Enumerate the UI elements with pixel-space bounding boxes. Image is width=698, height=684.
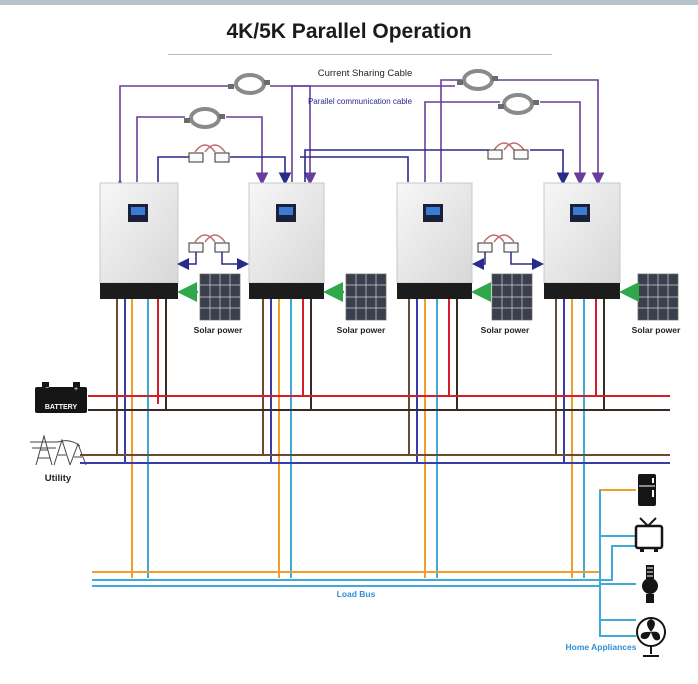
inverter-unit	[99, 182, 179, 299]
splitter-wiring	[177, 252, 544, 270]
solar-power-label: Solar power	[194, 325, 243, 335]
solar-panel-icon	[199, 273, 679, 321]
appliance-feeds	[599, 490, 636, 637]
tv-icon	[634, 517, 664, 552]
title-divider	[168, 54, 552, 55]
battery-icon: − +	[35, 382, 87, 413]
parallel-communication-cable-label: Parallel communication cable	[308, 97, 413, 106]
inverter-unit	[248, 182, 325, 299]
utility-bus	[80, 454, 670, 464]
solar-power-label: Solar power	[481, 325, 530, 335]
utility-label: Utility	[45, 473, 72, 484]
top-strip	[0, 0, 698, 5]
solar-power-label: Solar power	[632, 325, 681, 335]
load-bus-label: Load Bus	[337, 589, 376, 599]
load-bus	[92, 489, 636, 621]
svg-text:−: −	[45, 385, 49, 392]
refrigerator-icon	[638, 474, 656, 506]
parallel-splitter-icon	[194, 142, 525, 153]
inverter-unit	[543, 182, 621, 299]
solar-power-label: Solar power	[337, 325, 386, 335]
lightbulb-icon	[642, 565, 658, 603]
inverter-output-wires	[116, 299, 605, 578]
svg-text:+: +	[74, 386, 78, 393]
diagram-title: 4K/5K Parallel Operation	[226, 20, 472, 43]
battery-label: BATTERY	[45, 404, 78, 411]
communication-wiring	[113, 79, 605, 192]
home-appliances-label: Home Appliances	[565, 642, 636, 652]
fan-icon	[636, 617, 666, 657]
cable-plug-icon	[184, 76, 539, 123]
current-sharing-cable-label: Current Sharing Cable	[318, 68, 413, 79]
utility-tower-icon	[30, 434, 87, 466]
parallel-splitter-icon	[188, 234, 519, 253]
battery-bus	[88, 395, 670, 411]
inverter-unit	[396, 182, 473, 299]
